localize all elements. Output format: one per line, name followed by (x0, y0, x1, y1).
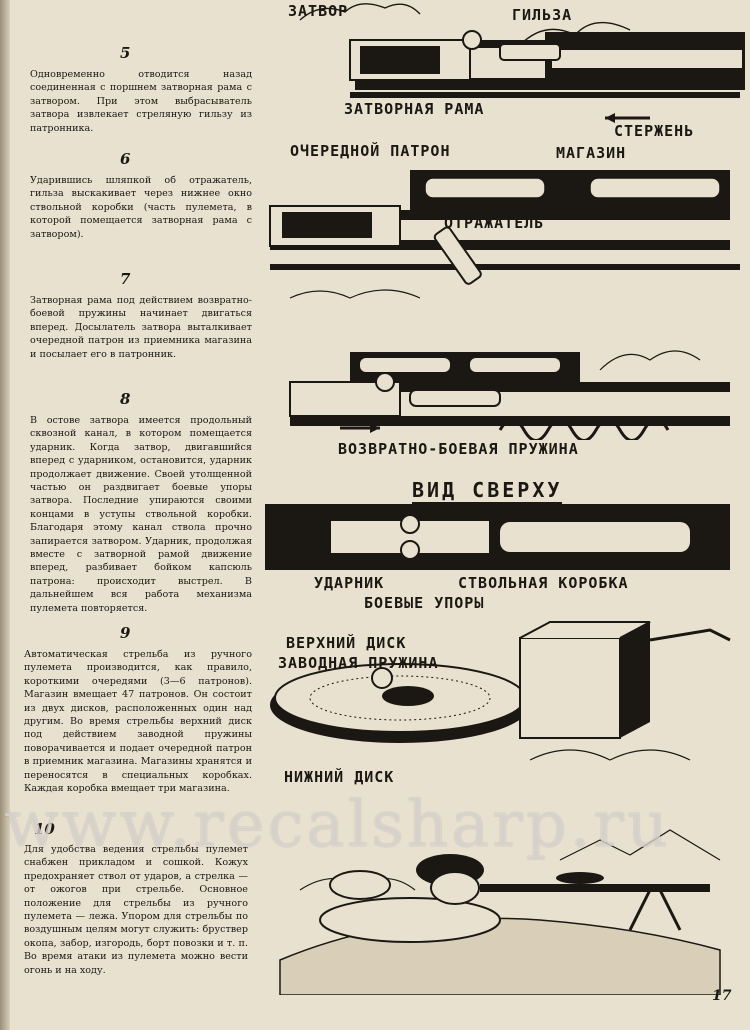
section-5-number: 5 (120, 44, 131, 62)
return-spring (498, 418, 670, 440)
gunner-face (430, 871, 480, 905)
label-gilza: ГИЛЬЗА (512, 6, 573, 24)
label-verkhniy-disk: ВЕРХНИЙ ДИСК (286, 634, 407, 652)
label-nizhniy-disk: НИЖНИЙ ДИСК (284, 768, 395, 786)
label-pruzhina: ВОЗВРАТНО-БОЕВАЯ ПРУЖИНА (338, 440, 579, 458)
label-magazin: МАГАЗИН (556, 144, 627, 162)
drum-magazine-on-gun (556, 872, 604, 884)
section-8-text: В остове затвора имеется продольный скво… (30, 415, 252, 614)
label-sterzhen: СТЕРЖЕНЬ (614, 122, 695, 140)
label-otrazhatel: ОТРАЖАТЕЛЬ (444, 214, 545, 232)
spent-case (499, 43, 561, 61)
mascot-figure (462, 30, 482, 50)
cartridge-magazine (589, 177, 721, 199)
magazine-box (519, 637, 621, 739)
arrow-left-icon (605, 113, 615, 123)
page-number: 17 (712, 988, 732, 1004)
page-spine (0, 0, 10, 1030)
locking-lug-top (400, 514, 420, 534)
figure-top-view (265, 504, 730, 570)
figure-drum-magazine (270, 621, 731, 761)
section-7-number: 7 (120, 270, 131, 288)
figure-gunner-prone (279, 829, 721, 995)
section-10-text: Для удобства ведения стрельбы пулемет сн… (24, 844, 248, 976)
label-boevye-upory: БОЕВЫЕ УПОРЫ (364, 594, 485, 612)
operating-rod (350, 92, 740, 98)
section-6-number: 6 (120, 150, 131, 168)
section-7-text: Затворная рама под действием возвратно-б… (30, 295, 252, 360)
section-9-text: Автоматическая стрельба из ручного пулем… (24, 649, 252, 795)
label-zatvornaya-rama: ЗАТВОРНАЯ РАМА (344, 100, 485, 118)
cartridge-top-view (500, 522, 690, 552)
gunner-body (319, 897, 501, 943)
mountains (559, 829, 721, 861)
label-zavodnaya-pruzhina: ЗАВОДНАЯ ПРУЖИНА (278, 654, 439, 672)
locking-lug-bottom (400, 540, 420, 560)
mascot-figure-2 (375, 372, 395, 392)
figure-bolt-retract (299, 3, 745, 123)
figure-cartridge-chambering (289, 350, 730, 440)
arrow-right-icon (370, 423, 380, 433)
section-5-text: Одновременно отводится назад соединенная… (30, 69, 252, 134)
cartridge-next (424, 177, 546, 199)
section-8-number: 8 (120, 390, 131, 408)
backpack (329, 870, 391, 900)
section-9-number: 9 (120, 624, 131, 642)
section-6-text: Ударившись шляпкой об отражатель, гильза… (30, 175, 252, 240)
section-10-number: 10 (34, 820, 55, 838)
mascot-figure-3 (371, 667, 393, 689)
watermark: www.recalsharp.ru (4, 788, 671, 862)
ejected-case (433, 226, 482, 285)
label-vid-sverhu: ВИД СВЕРХУ (412, 478, 563, 504)
disk-hub (382, 686, 434, 706)
bipod (628, 889, 682, 931)
cloud-shape (299, 3, 421, 21)
cartridge-chambered (409, 389, 501, 407)
figure-case-ejection (269, 170, 740, 299)
label-udarnik: УДАРНИК (314, 574, 385, 592)
label-zatvor: ЗАТВОР (288, 2, 349, 20)
box-handle (649, 628, 731, 642)
label-ocherednoy-patron: ОЧЕРЕДНОЙ ПАТРОН (290, 142, 451, 160)
label-stvolnaya-korobka: СТВОЛЬНАЯ КОРОБКА (458, 574, 629, 592)
machine-gun-barrel (480, 884, 710, 892)
